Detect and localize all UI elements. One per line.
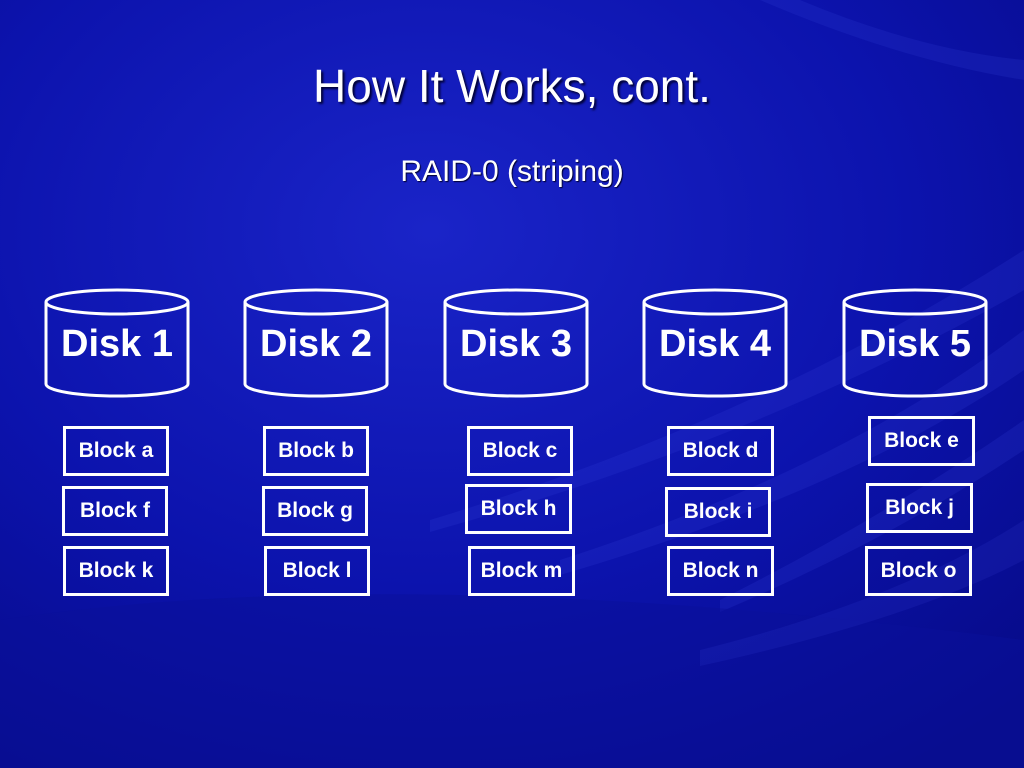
block-j: Block j	[866, 483, 973, 533]
cylinder-icon	[842, 288, 988, 398]
disk-label: Disk 3	[460, 323, 572, 365]
disk-2: Disk 2	[243, 288, 389, 398]
cylinder-icon	[642, 288, 788, 398]
disk-label: Disk 4	[659, 323, 771, 365]
block-h: Block h	[465, 484, 572, 534]
block-l: Block l	[264, 546, 370, 596]
block-d: Block d	[667, 426, 774, 476]
block-m: Block m	[468, 546, 575, 596]
disk-3: Disk 3	[443, 288, 589, 398]
cylinder-icon	[443, 288, 589, 398]
cylinder-icon	[243, 288, 389, 398]
slide-subtitle: RAID-0 (striping)	[400, 155, 624, 188]
disk-4: Disk 4	[642, 288, 788, 398]
block-a: Block a	[63, 426, 169, 476]
block-b: Block b	[263, 426, 369, 476]
block-k: Block k	[63, 546, 169, 596]
disk-1: Disk 1	[44, 288, 190, 398]
cylinder-icon	[44, 288, 190, 398]
block-g: Block g	[262, 486, 368, 536]
disk-label: Disk 2	[260, 323, 372, 365]
disk-label: Disk 1	[61, 323, 173, 365]
disk-label: Disk 5	[859, 323, 971, 365]
block-f: Block f	[62, 486, 168, 536]
block-n: Block n	[667, 546, 774, 596]
block-o: Block o	[865, 546, 972, 596]
slide-title: How It Works, cont.	[313, 60, 711, 112]
block-c: Block c	[467, 426, 573, 476]
block-e: Block e	[868, 416, 975, 466]
disk-5: Disk 5	[842, 288, 988, 398]
block-i: Block i	[665, 487, 771, 537]
